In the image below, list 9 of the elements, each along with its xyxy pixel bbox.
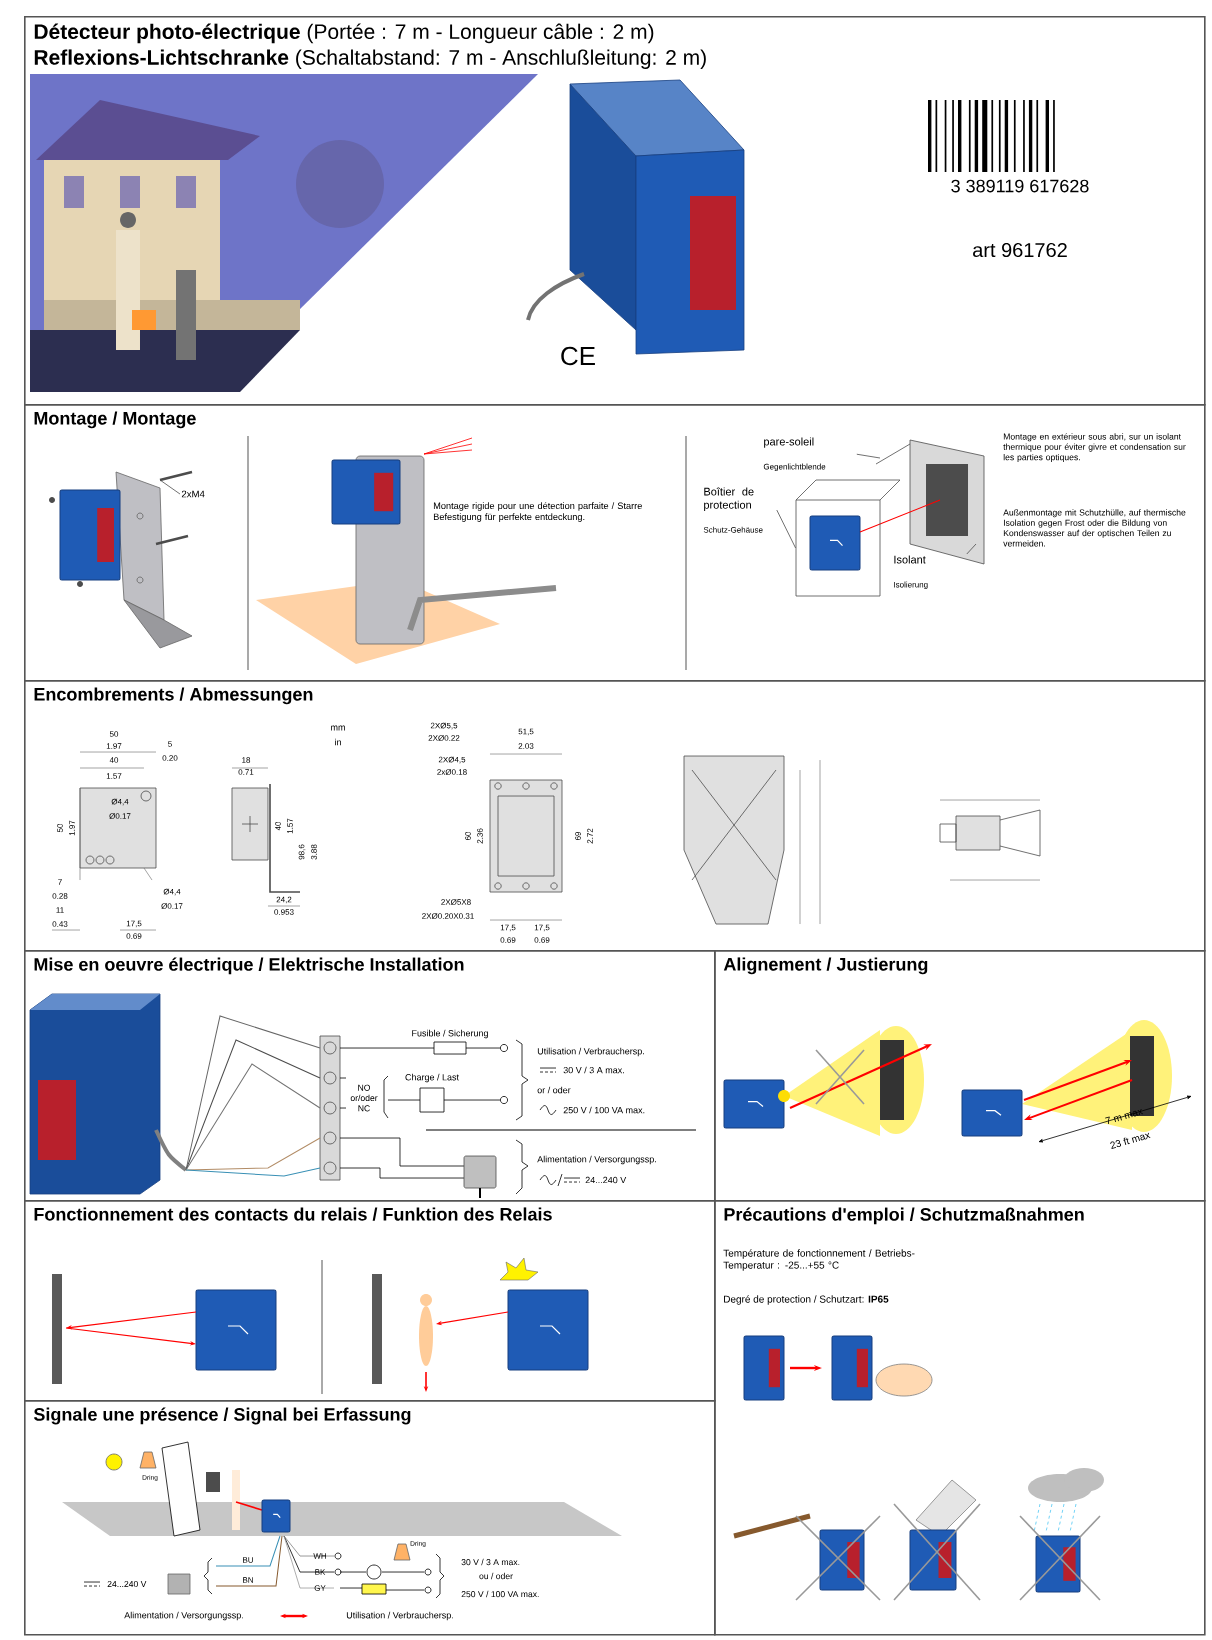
ce-mark: CE <box>561 346 595 366</box>
leader-line <box>159 479 181 495</box>
protection-box <box>795 499 881 597</box>
barcode-number: 3 389119 617628 <box>951 179 1089 193</box>
leader-line <box>966 543 977 555</box>
panel: Fonctionnement des contacts du relais / Funktion des Relais <box>24 1200 716 1402</box>
article-number: art 961762 <box>973 242 1067 258</box>
leader-line <box>776 509 796 549</box>
leader-line <box>856 453 881 459</box>
